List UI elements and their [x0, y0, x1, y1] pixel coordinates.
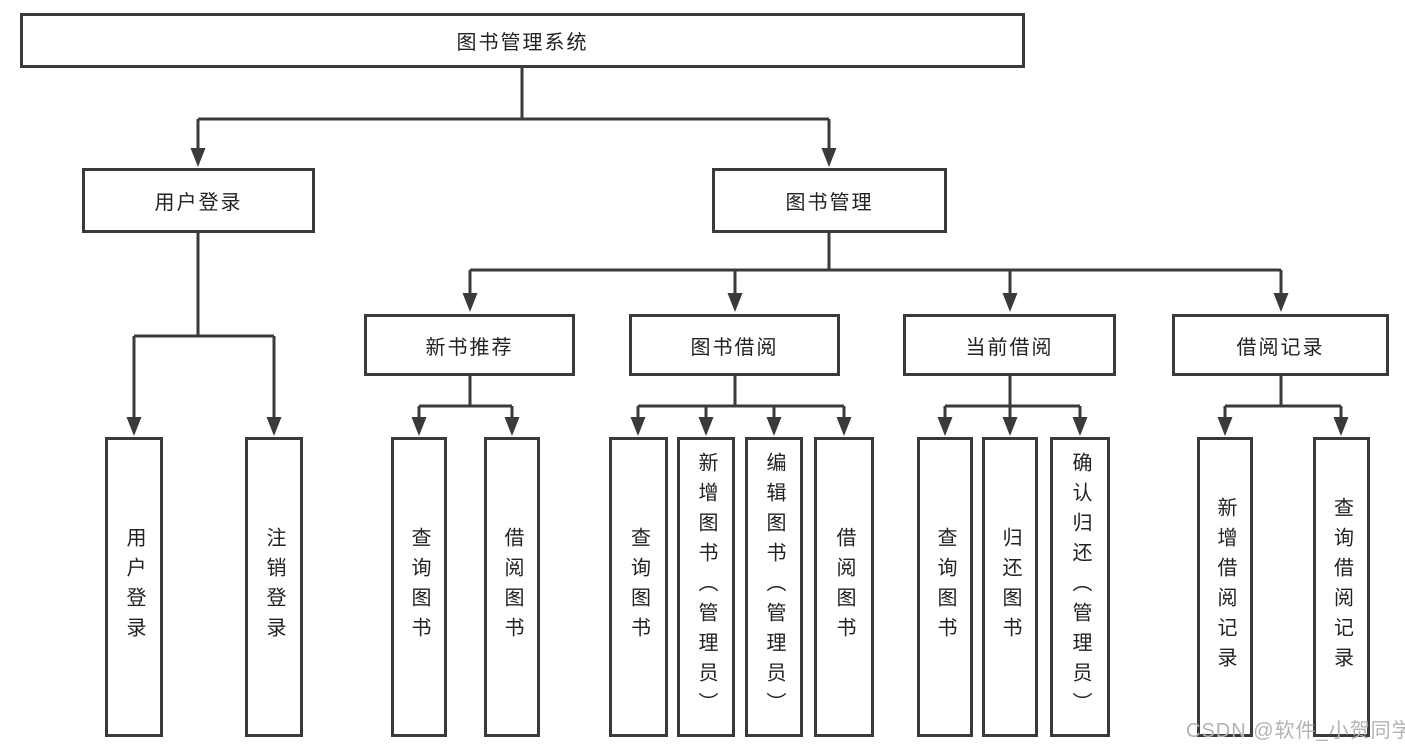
leaf-return-book: 归还图书 — [982, 437, 1038, 737]
node-label: 查询图书 — [408, 527, 430, 647]
node-library-management-system: 图书管理系统 — [20, 13, 1025, 68]
node-borrow-records: 借阅记录 — [1172, 314, 1389, 376]
leaf-borrow-books: 借阅图书 — [814, 437, 874, 737]
arrowhead — [266, 417, 282, 436]
node-label: 图书管理 — [785, 192, 874, 214]
connector-root-to-level2 — [196, 68, 831, 149]
node-label: 新书推荐 — [425, 336, 514, 359]
arrowhead — [727, 293, 743, 312]
arrowhead — [698, 417, 714, 436]
node-label: 用户登录 — [154, 192, 243, 214]
node-label: 编辑图书（管理员） — [763, 452, 785, 722]
arrowhead — [504, 417, 520, 436]
leaf-edit-book-admin: 编辑图书（管理员） — [745, 437, 803, 737]
node-current-borrow: 当前借阅 — [903, 314, 1116, 376]
node-label: 注销登录 — [263, 527, 285, 647]
node-new-book-recommend: 新书推荐 — [364, 314, 575, 376]
node-label: 借阅记录 — [1236, 336, 1325, 359]
arrowhead — [1072, 417, 1088, 436]
node-book-borrow: 图书借阅 — [629, 314, 840, 376]
leaf-logout: 注销登录 — [245, 437, 303, 737]
node-user-login: 用户登录 — [82, 168, 315, 233]
node-label: 查询借阅记录 — [1330, 497, 1353, 677]
arrowhead — [630, 417, 646, 436]
node-label: 确认归还（管理员） — [1069, 452, 1091, 722]
node-label: 新增借阅记录 — [1214, 497, 1236, 677]
node-label: 归还图书 — [999, 527, 1021, 647]
connector-book-management-children — [468, 233, 1283, 294]
connector-borrow-records-children — [1223, 376, 1343, 418]
arrowhead — [821, 148, 837, 167]
leaf-query-books-current: 查询图书 — [917, 437, 973, 737]
connector-user-login-children — [132, 233, 276, 418]
node-book-management: 图书管理 — [712, 168, 947, 233]
leaf-user-login: 用户登录 — [105, 437, 163, 737]
leaf-borrow-books-recommend: 借阅图书 — [484, 437, 540, 737]
node-label: 查询图书 — [934, 527, 956, 647]
arrowhead — [126, 417, 142, 436]
node-label: 借阅图书 — [833, 527, 855, 647]
leaf-query-books-borrow: 查询图书 — [609, 437, 668, 737]
arrowhead — [411, 417, 427, 436]
leaf-add-borrow-record: 新增借阅记录 — [1197, 437, 1253, 737]
node-label: 查询图书 — [627, 527, 650, 647]
arrowhead — [836, 417, 852, 436]
watermark: CSDN @软件_小贺同学 — [1186, 720, 1405, 742]
connector-book-borrow-children — [636, 376, 846, 418]
arrowhead — [1333, 417, 1349, 436]
node-label: 图书借阅 — [690, 336, 779, 359]
arrowhead — [937, 417, 953, 436]
arrowhead — [1217, 417, 1233, 436]
arrowhead — [1273, 293, 1289, 312]
arrowhead — [1002, 293, 1018, 312]
node-label: 新增图书（管理员） — [695, 452, 717, 722]
connector-new-book-children — [417, 376, 514, 418]
arrowhead — [462, 293, 478, 312]
arrowhead — [190, 148, 206, 167]
connector-current-borrow-children — [943, 376, 1082, 418]
leaf-add-book-admin: 新增图书（管理员） — [677, 437, 735, 737]
leaf-confirm-return-admin: 确认归还（管理员） — [1050, 437, 1110, 737]
arrowhead — [1002, 417, 1018, 436]
arrowhead — [766, 417, 782, 436]
leaf-query-borrow-record: 查询借阅记录 — [1313, 437, 1370, 737]
node-label: 借阅图书 — [501, 527, 523, 647]
leaf-query-books-recommend: 查询图书 — [391, 437, 447, 737]
node-label: 当前借阅 — [965, 336, 1054, 359]
node-label: 图书管理系统 — [456, 32, 589, 54]
node-label: 用户登录 — [123, 527, 145, 647]
